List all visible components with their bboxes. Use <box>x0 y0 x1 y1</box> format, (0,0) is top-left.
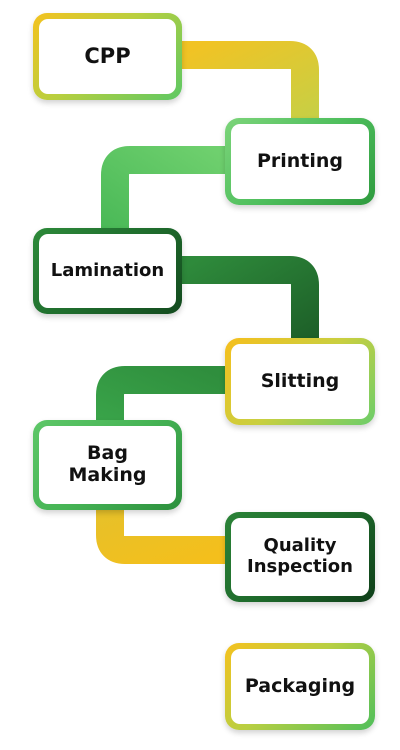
step-bag-making-label-line1: Bag <box>87 442 128 465</box>
step-packaging-label: Packaging <box>244 674 356 697</box>
step-quality-label-line2: Inspection <box>247 556 353 577</box>
step-cpp-label: CPP <box>84 44 131 69</box>
connector-bag-making-quality <box>96 505 230 564</box>
connector-cpp-printing <box>180 41 319 120</box>
step-quality-inspection: Quality Inspection <box>225 512 375 602</box>
step-quality-label-line1: Quality <box>263 535 337 557</box>
step-lamination: Lamination <box>33 228 182 314</box>
connector-printing-lamination <box>101 146 230 235</box>
step-printing-label: Printing <box>256 149 344 172</box>
step-bag-making: Bag Making <box>33 420 182 510</box>
connector-slitting-bag-making <box>96 366 230 430</box>
step-slitting: Slitting <box>225 338 375 425</box>
step-cpp: CPP <box>33 13 182 100</box>
step-lamination-label: Lamination <box>50 259 165 281</box>
connector-lamination-slitting <box>180 256 319 345</box>
step-slitting-label: Slitting <box>260 369 340 392</box>
step-printing: Printing <box>225 118 375 205</box>
step-packaging: Packaging <box>225 643 375 730</box>
step-bag-making-label-line2: Making <box>68 464 147 486</box>
